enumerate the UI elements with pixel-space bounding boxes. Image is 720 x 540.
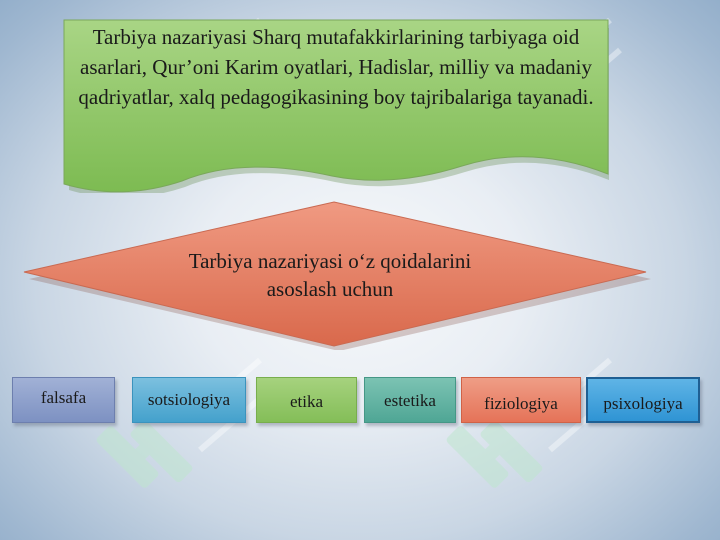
box-sotsiologiya: sotsiologiya	[132, 377, 246, 423]
box-estetika: estetika	[364, 377, 456, 423]
box-psixologiya: psixologiya	[586, 377, 700, 423]
box-falsafa: falsafa	[12, 377, 115, 423]
diamond-text: Tarbiya nazariyasi o‘z qoidalarini asosl…	[188, 249, 472, 301]
box-etika: etika	[256, 377, 357, 423]
banner-shape: Tarbiya nazariyasi Sharq mutafakkirlarin…	[62, 18, 610, 193]
box-fiziologiya: fiziologiya	[461, 377, 581, 423]
diamond-shape: Tarbiya nazariyasi o‘z qoidalarini asosl…	[20, 200, 652, 350]
banner-text: Tarbiya nazariyasi Sharq mutafakkirlarin…	[78, 25, 594, 109]
